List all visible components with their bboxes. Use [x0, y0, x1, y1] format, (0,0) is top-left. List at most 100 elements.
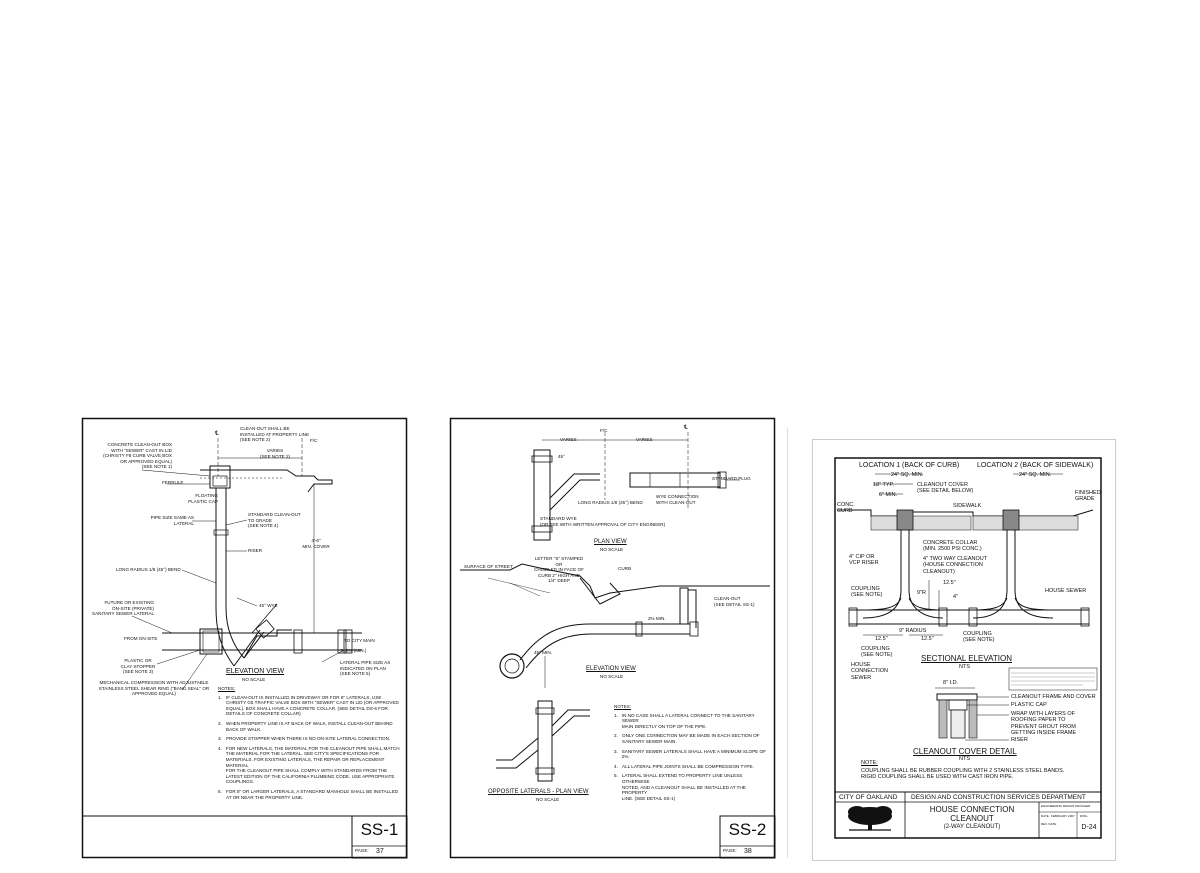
note-text: IN NO CASE SHALL A LATERAL CONNECT TO TH… [622, 713, 770, 730]
text-line: CONNECTION [851, 668, 888, 675]
ss2-label-letter-s: LETTER "S" STAMPED OR CHISELED IN FACE O… [532, 556, 586, 584]
text-line: PLASTIC OR [124, 658, 152, 663]
text-line: LATEST EDITION OF THE CALIFORNIA PLUMBIN… [225, 773, 395, 779]
text-line: FOR 8" OR LARGER LATERALS, A STANDARD MA… [226, 788, 399, 794]
ss2-label-curb: CURB [618, 566, 632, 571]
note-text: FOR 8" OR LARGER LATERALS, A STANDARD MA… [226, 789, 398, 800]
ss1-view-title: ELEVATION VIEW [226, 668, 285, 675]
text-line: FUTURE OR EXISTING [104, 600, 154, 605]
ss2-drawing [449, 417, 776, 859]
ss1-label-from-onsite: FROM ON-SITE [124, 636, 158, 641]
text-line: GRADE [1075, 496, 1095, 503]
text-line: FOR NEW LATERALS, THE MATERIAL FOR THE C… [225, 745, 400, 751]
ss2-notes-block: NOTES: 1. IN NO CASE SHALL A LATERAL CON… [614, 704, 770, 805]
ss2-note: 5. LATERAL SHALL EXTEND TO PROPERTY LINE… [614, 773, 770, 801]
ss2-note: 3. SANITARY SEWER LATERALS SHALL HAVE A … [614, 749, 770, 760]
text-line: SANITARY SEWER LATERALS SHALL HAVE A MIN… [621, 748, 766, 760]
text-line: WITH "SEWER" CAST IN LID [111, 447, 172, 453]
ss1-label-std-cleanout: STANDARD CLEAN-OUT TO GRADE (SEE NOTE 4) [248, 512, 328, 529]
text-line: CLEANOUT) [923, 568, 955, 575]
text-line: INSTALLED AT PROPERTY LINE [240, 431, 310, 437]
d24-coupling1: COUPLING (SEE NOTE) [851, 586, 882, 599]
text-line: MATERIALS. FOR EXISTING LATERALS, THE RE… [225, 756, 385, 768]
text-line: (SEE NOTE) [963, 637, 995, 644]
ss2-label-cleanout: CLEAN-OUT (SEE DETAIL SS-1) [714, 596, 755, 607]
d24-radius: 9" RADIUS [899, 628, 927, 634]
text-line: CURB [837, 508, 853, 515]
ss1-label-slope: S=2% (MIN.) [340, 648, 367, 653]
note-text: SANITARY SEWER LATERALS SHALL HAVE A MIN… [622, 749, 770, 760]
ss1-label-riser: RISER [248, 548, 263, 553]
note-text: IF CLEAN-OUT IS INSTALLED IN DRIVEWAY OR… [226, 695, 399, 717]
d24-sq2: 24" SQ. MIN. [1019, 472, 1052, 478]
ss2-opp-sub: NO SCALE [536, 797, 560, 802]
d24-cip: 4" CIP OR VCP RISER [849, 554, 879, 567]
text-line: STANDARD CLEAN-OUT [248, 512, 301, 517]
ss1-label-mech: MECHANICAL COMPRESSION WITH ADJUSTABLE S… [94, 680, 214, 697]
d24-wrap: WRAP WITH LAYERS OF ROOFING PAPER TO PRE… [1011, 711, 1076, 737]
text-line: (CHRISTY F8 CURB VALVE BOX [103, 453, 172, 459]
ss1-label-ferrule: FERRULE [162, 480, 184, 485]
d24-title3: (2-WAY CLEANOUT) [943, 824, 1001, 830]
d24-cleanout-cover: CLEANOUT COVER (SEE DETAIL BELOW) [917, 482, 973, 495]
ss1-note: 5. FOR 8" OR LARGER LATERALS, A STANDARD… [218, 789, 403, 800]
d24-eng-label: ENGINEERING DESIGN MANAGER [1041, 804, 1091, 808]
note-number: 5. [614, 773, 618, 779]
ss1-sheet-id: SS-1 [360, 820, 399, 839]
d24-d12: 12.5" [943, 580, 956, 586]
d24-title1: HOUSE CONNECTION [929, 805, 1015, 814]
text-line: (SEE DETAIL SS-1) [714, 601, 755, 607]
ss1-label-stopper: PLASTIC OR CLAY STOPPER (SEE NOTE 3) [118, 658, 158, 675]
ss2-elev-title: ELEVATION VIEW [586, 666, 636, 672]
text-line: COUPLING [851, 586, 880, 592]
text-line: WYE CONNECTION [656, 494, 699, 499]
text-line: COUPLINGS. [225, 779, 255, 785]
d24-dwg-label: DWG. [1080, 814, 1089, 818]
ss1-page-num: 37 [376, 848, 384, 855]
ss2-text-layer: VARIES F/C VARIES ℄ 45° STANDARD PLUG LO… [450, 418, 775, 858]
ss1-note: 3. PROVIDE STOPPER WHEN THERE IS NO ON-S… [218, 736, 403, 742]
text-line: MECHANICAL COMPRESSION WITH ADJUSTABLE [99, 680, 209, 685]
text-line: LATERAL [173, 520, 194, 526]
text-line: LATERAL SHALL EXTEND TO PROPERTY LINE UN… [621, 773, 743, 784]
note-number: 1. [614, 712, 618, 718]
text-line: EQUAL). BOX SHALL HAVE A CONCRETE COLLAR… [226, 705, 388, 711]
text-line: NOTED, AND A CLEANOUT SHALL BE INSTALLED… [621, 784, 746, 796]
text-line: PREVENT GROUT FROM [1011, 723, 1076, 730]
note-number: 5. [218, 788, 222, 794]
d24-r9: 9"R [917, 590, 926, 596]
ss1-drawing [81, 417, 408, 859]
text-line: PIPE SIZE SAME AS [150, 515, 194, 520]
ss1-page-label: PAGE: [355, 848, 369, 853]
ss2-label-long-radius: LONG RADIUS 1/8 (45°) BEND [578, 500, 643, 505]
ss1-label-to-city: TO CITY MAIN [344, 638, 375, 643]
text-line: (SEE NOTE 3) [122, 669, 154, 675]
note-text: WHEN PROPERTY LINE IS AT BACK OF WALK, I… [226, 721, 393, 732]
ss2-page-label: PAGE: [723, 848, 737, 853]
text-line: PROVIDE STOPPER WHEN THERE IS NO ON-SITE… [226, 736, 391, 742]
d24-date-val: FEBRUARY 2007 [1051, 814, 1075, 818]
ss2-label-cl: ℄ [684, 425, 688, 431]
note-number: 2. [218, 720, 222, 726]
d24-finished-grade: FINISHED GRADE [1075, 490, 1101, 503]
d24-note-title: NOTE: [861, 760, 878, 766]
text-line: CLEANOUT COVER [917, 482, 968, 488]
ss2-label-varies-2: VARIES [636, 437, 653, 442]
d24-rev-label: REV. DATE [1041, 822, 1057, 826]
d24-d4: 4" [953, 594, 959, 600]
note-number: 3. [218, 736, 222, 742]
ss1-label-cleanout-box: CONCRETE CLEAN-OUT BOX WITH "SEWER" CAST… [92, 442, 172, 470]
note-number: 4. [218, 745, 222, 751]
ss1-label-wye: 45° WYE [259, 603, 278, 608]
text-line: CONC. [837, 502, 855, 508]
text-line: 1/4" DEEP [548, 578, 570, 584]
text-line: FOR THE CLEANOUT PIPE SHALL COMPLY WITH … [225, 768, 388, 774]
d24-collar: CONCRETE COLLAR (MIN. 2500 PSI CONC.) [923, 540, 982, 553]
ss1-label-floating-cap: FLOATING PLASTIC CAP [178, 493, 218, 504]
note-number: 4. [614, 763, 618, 769]
text-line: ALL LATERAL PIPE JOINTS SHALL BE COMPRES… [622, 763, 754, 769]
text-line: 4" TWO WAY CLEANOUT [923, 556, 988, 562]
d24-frame: CLEANOUT FRAME AND COVER [1011, 694, 1096, 700]
text-line: GETTING INSIDE FRAME [1011, 730, 1077, 737]
d24-dwg-num: D-24 [1081, 824, 1097, 831]
